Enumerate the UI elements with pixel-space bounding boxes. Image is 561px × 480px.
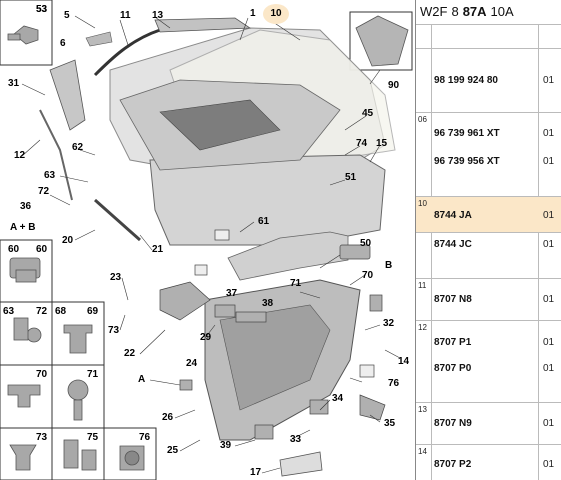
divider	[538, 24, 539, 480]
list-item[interactable]: 14 8707 P2 01	[416, 444, 561, 480]
list-item-selected[interactable]: 10 8744 JA 01	[416, 196, 561, 232]
part-number: 98 199 924 80	[434, 75, 498, 86]
quantity: 01	[543, 459, 555, 470]
part-number: 8707 P0	[434, 363, 472, 374]
ref-index: 12	[418, 323, 427, 332]
inset-grid	[0, 0, 413, 480]
plate-17	[279, 451, 323, 477]
quantity: 01	[543, 294, 555, 305]
list-item[interactable]: 13 8707 N9 01	[416, 402, 561, 444]
part-number: 8707 N9	[434, 418, 472, 429]
list-item[interactable]: 11 8707 N8 01	[416, 278, 561, 320]
code-1: 8	[451, 4, 459, 19]
part-number: 96 739 956 XT	[434, 156, 500, 167]
strut-20	[94, 198, 141, 242]
ref-index: 14	[418, 447, 427, 456]
list-item[interactable]: 98 199 924 80 01	[416, 48, 561, 112]
quantity: 01	[543, 128, 555, 139]
spoiler-13	[154, 17, 252, 33]
list-item[interactable]: 06 96 739 961 XT 01 96 739 956 XT 01	[416, 112, 561, 196]
exploded-parts-diagram	[0, 0, 413, 480]
leader-lines	[21, 15, 401, 474]
ref-index: 06	[418, 115, 427, 124]
part-number: 8707 P1	[434, 337, 472, 348]
part-number: 8744 JA	[434, 210, 472, 221]
ref-index: 11	[418, 281, 427, 290]
code-3: 10A	[490, 4, 514, 19]
code-2: 87A	[462, 4, 487, 19]
quantity: 01	[543, 75, 555, 86]
part-number: 8707 N8	[434, 294, 472, 305]
model-code: W2F	[420, 4, 448, 19]
divider	[431, 24, 432, 480]
list-item[interactable]: 8744 JC 01	[416, 232, 561, 278]
part-number: 8744 JC	[434, 239, 472, 250]
quantity: 01	[543, 363, 555, 374]
strip-12	[39, 109, 73, 201]
quantity: 01	[543, 210, 555, 221]
inset-fasteners	[7, 25, 145, 471]
quantity: 01	[543, 418, 555, 429]
quantity: 01	[543, 239, 555, 250]
ref-index: 10	[418, 199, 427, 208]
quantity: 01	[543, 337, 555, 348]
small-parts	[159, 229, 386, 440]
strip-31	[49, 59, 86, 131]
list-item[interactable]: 12 8707 P1 01 8707 P0 01	[416, 320, 561, 402]
part-6	[85, 31, 113, 47]
part-90	[355, 15, 409, 67]
quantity: 01	[543, 156, 555, 167]
seal-strip-11	[93, 28, 161, 77]
ref-index: 13	[418, 405, 427, 414]
part-number: 8707 P2	[434, 459, 472, 470]
part-number: 96 739 961 XT	[434, 128, 500, 139]
